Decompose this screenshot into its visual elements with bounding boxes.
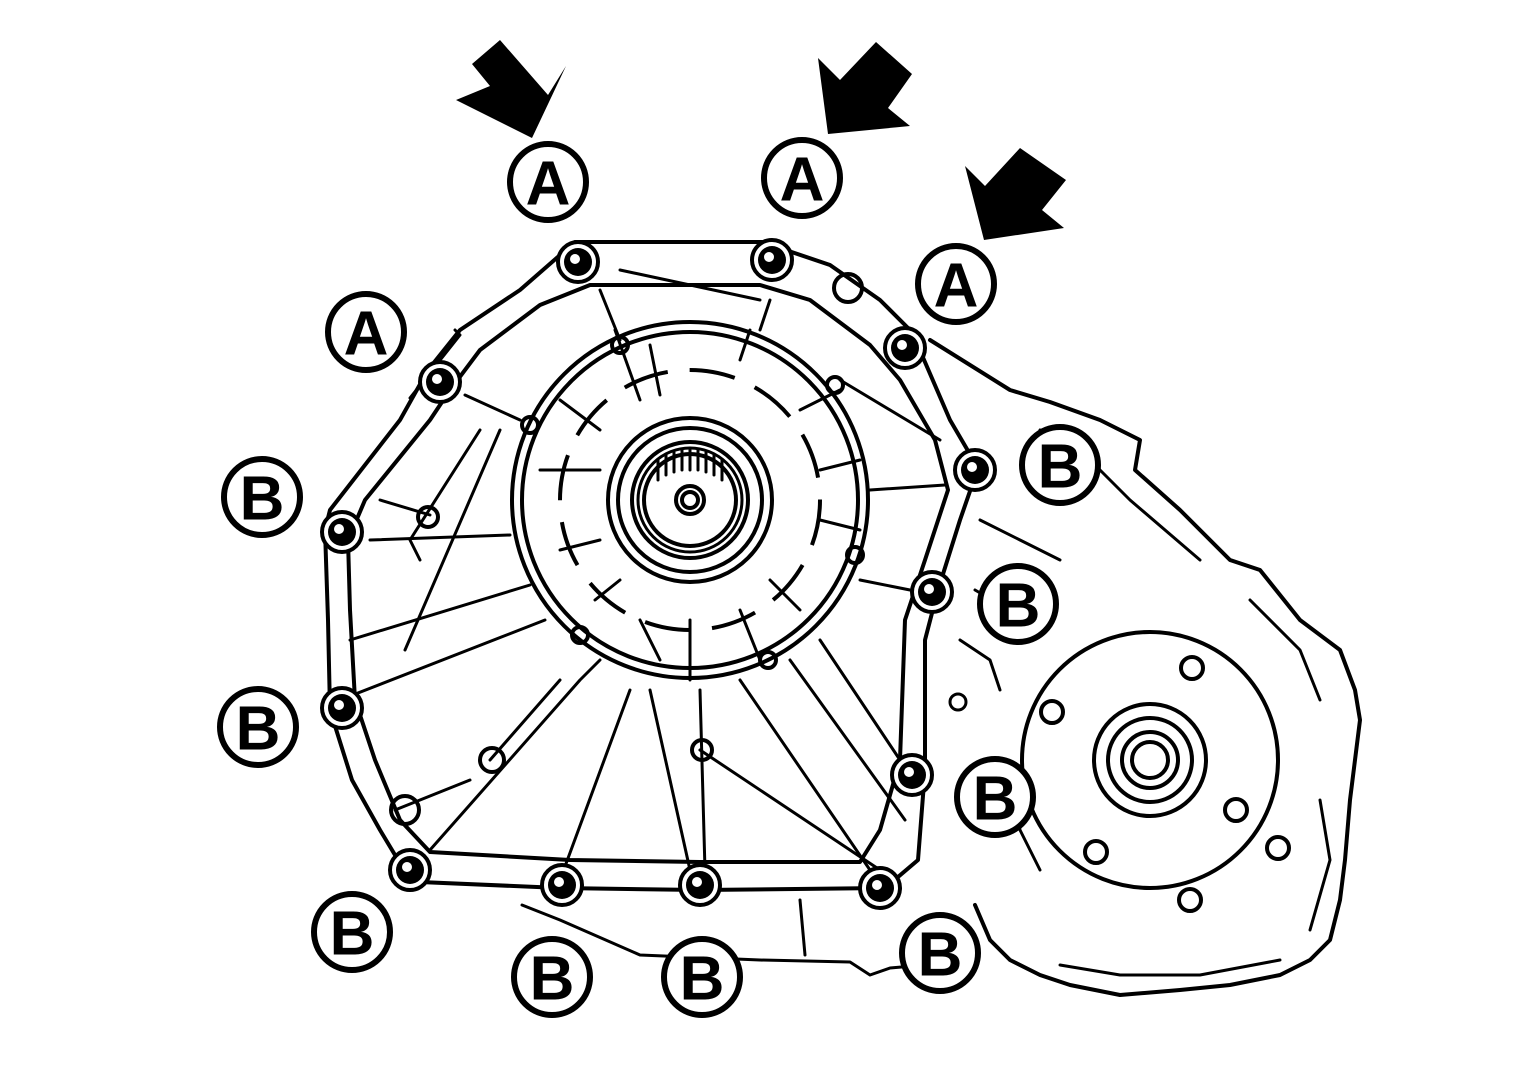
label-text: B xyxy=(680,945,725,1014)
bolt-hole xyxy=(540,863,584,907)
label-a3: A xyxy=(915,243,997,325)
bolt-hole xyxy=(418,360,462,404)
label-text: B xyxy=(530,945,575,1014)
label-a2: A xyxy=(761,137,843,219)
bolt-hole xyxy=(953,448,997,492)
label-b1: B xyxy=(221,456,303,538)
label-text: B xyxy=(1038,433,1083,502)
label-text: B xyxy=(330,900,375,969)
bolt-hole xyxy=(750,238,794,282)
label-text: B xyxy=(996,572,1041,641)
bolt-hole xyxy=(890,753,934,797)
label-b2: B xyxy=(1019,424,1101,506)
arrow-3-icon xyxy=(965,148,1066,240)
bolt-hole xyxy=(556,240,600,284)
bearing-splines xyxy=(656,448,724,482)
bolt-holes xyxy=(320,238,997,910)
label-text: B xyxy=(918,921,963,990)
bearing-boss xyxy=(510,320,870,682)
arrow-2-icon xyxy=(818,42,912,134)
bolt-hole xyxy=(883,326,927,370)
small-holes xyxy=(389,272,864,826)
bolt-hole xyxy=(320,510,364,554)
bolt-hole xyxy=(388,848,432,892)
pointer-arrows xyxy=(456,40,1066,240)
label-b3: B xyxy=(977,563,1059,645)
label-a1: A xyxy=(507,141,589,223)
label-a4: A xyxy=(325,291,407,373)
bolt-labels: A A A A B B B B B B B B B xyxy=(217,137,1101,1018)
label-b9: B xyxy=(899,912,981,994)
transfer-housing xyxy=(928,338,1362,997)
label-b5: B xyxy=(954,756,1036,838)
bolt-hole xyxy=(320,686,364,730)
label-text: A xyxy=(780,146,825,215)
bolt-hole xyxy=(910,570,954,614)
bolt-hole xyxy=(858,866,902,910)
label-text: B xyxy=(236,695,281,764)
label-text: A xyxy=(526,150,571,219)
label-text: A xyxy=(344,300,389,369)
bolt-hole xyxy=(678,863,722,907)
label-text: B xyxy=(240,465,285,534)
label-text: A xyxy=(934,252,979,321)
label-b6: B xyxy=(311,891,393,973)
label-b7: B xyxy=(511,936,593,1018)
cover-flange xyxy=(323,240,980,977)
arrow-1-icon xyxy=(456,40,566,138)
label-text: B xyxy=(973,765,1018,834)
label-b4: B xyxy=(217,686,299,768)
cover-ribs xyxy=(338,268,947,882)
label-b8: B xyxy=(661,936,743,1018)
output-flange xyxy=(1020,630,1291,913)
